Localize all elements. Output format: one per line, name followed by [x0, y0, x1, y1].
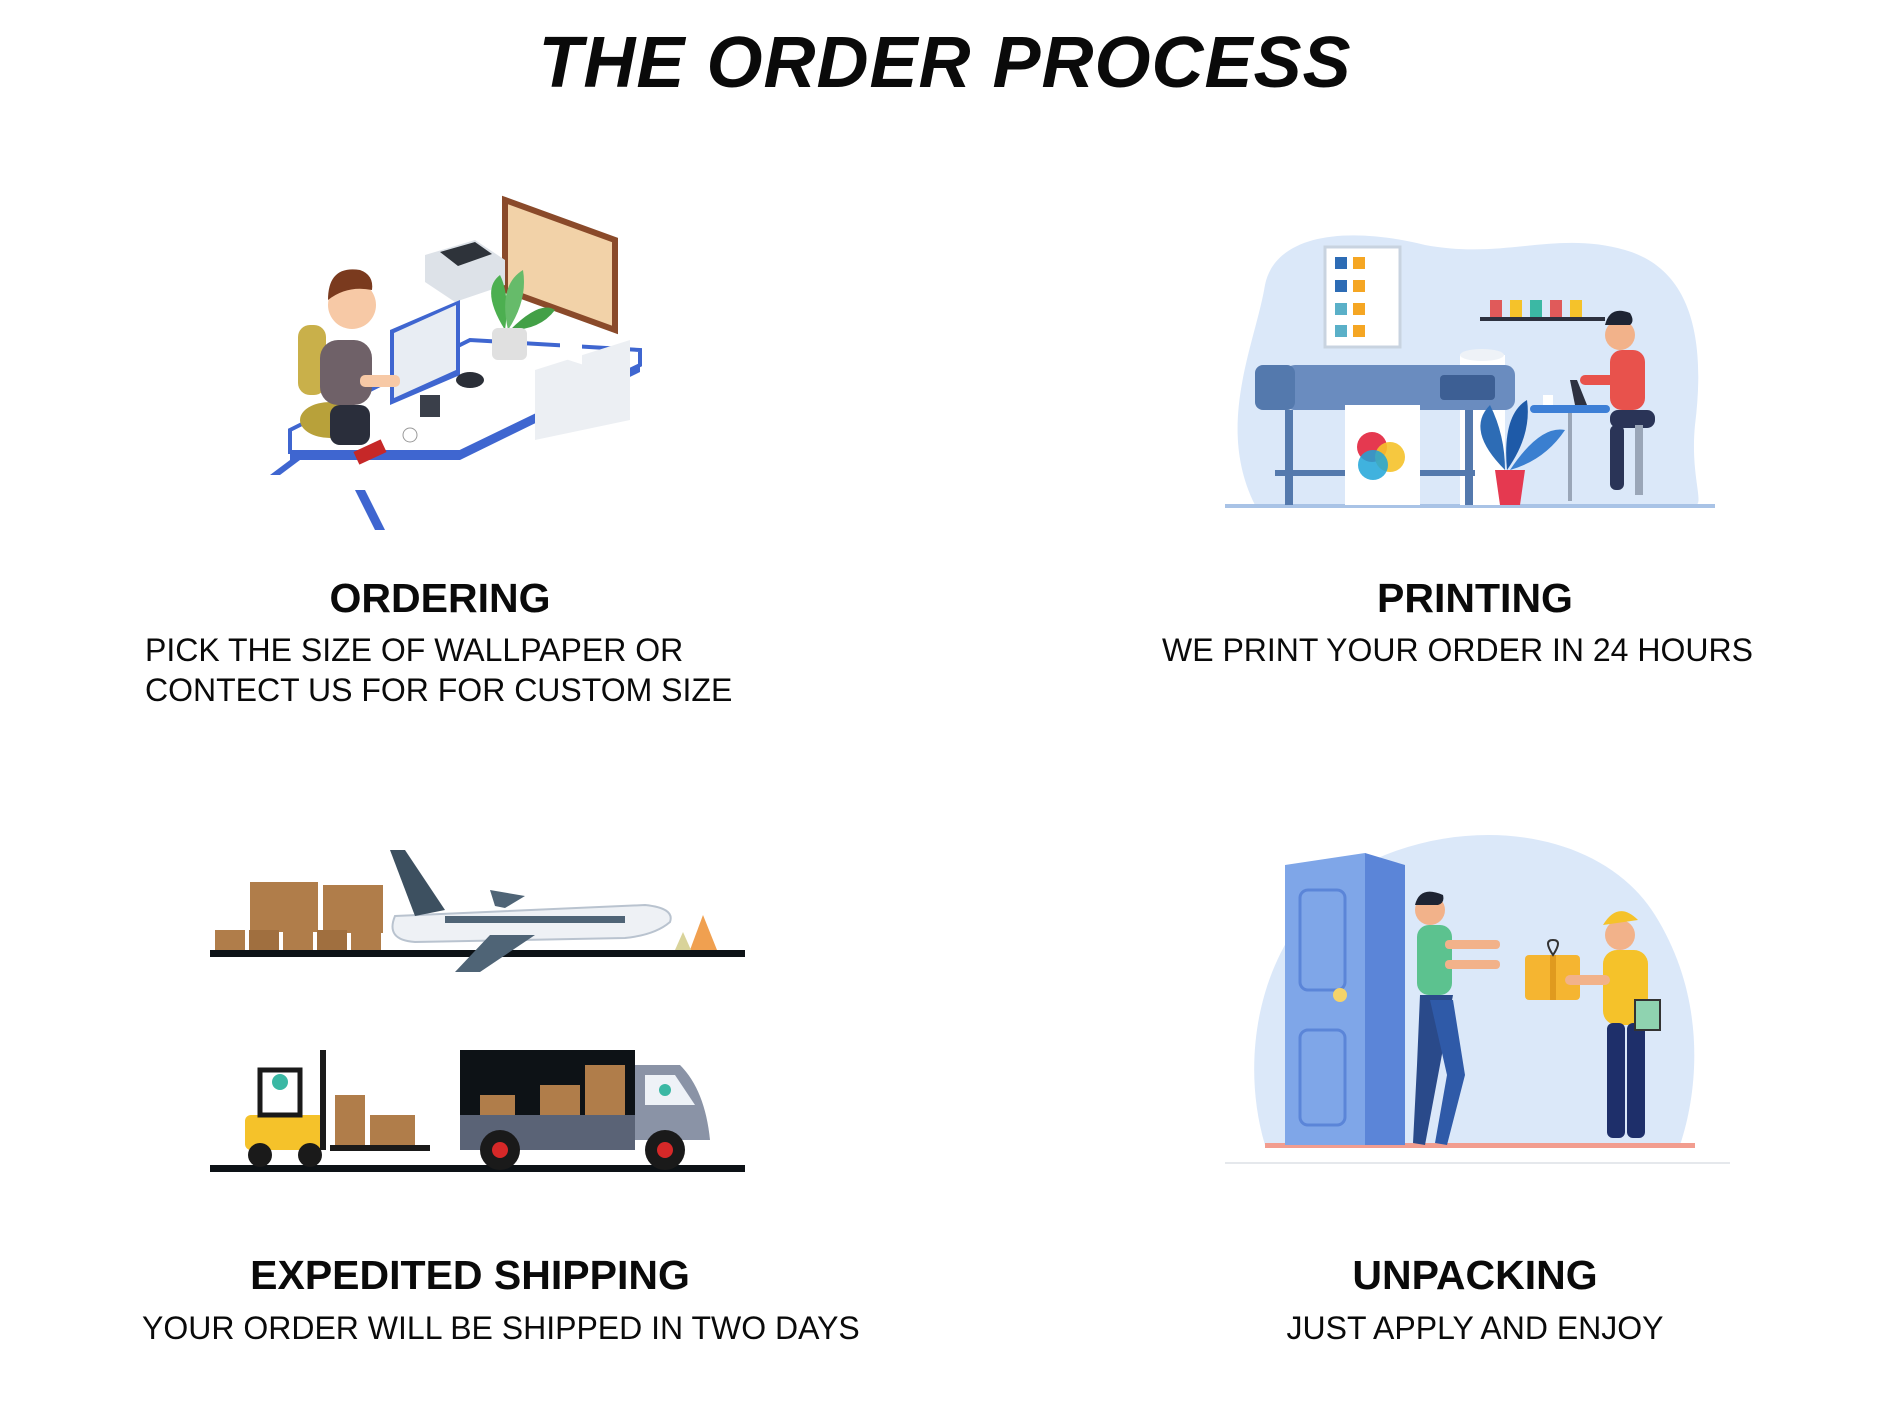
step-title-ordering: ORDERING: [329, 575, 551, 621]
step-description-ordering: PICK THE SIZE OF WALLPAPER OR CONTECT US…: [145, 630, 732, 710]
step-description-unpacking: JUST APPLY AND ENJOY: [1275, 1308, 1675, 1348]
unpacking-illustration: [1225, 825, 1735, 1170]
step-title-unpacking: UNPACKING: [1352, 1252, 1598, 1298]
step-description-line: PICK THE SIZE OF WALLPAPER OR: [145, 632, 684, 668]
step-description-line: YOUR ORDER WILL BE SHIPPED IN TWO DAYS: [142, 1310, 860, 1346]
step-description-printing: WE PRINT YOUR ORDER IN 24 HOURS: [1162, 630, 1753, 670]
step-description-line: CONTECT US FOR FOR CUSTOM SIZE: [145, 672, 733, 708]
shipping-illustration: [205, 850, 750, 1180]
ordering-illustration: [270, 190, 650, 535]
printing-illustration: [1225, 225, 1725, 515]
step-description-line: WE PRINT YOUR ORDER IN 24 HOURS: [1162, 632, 1753, 668]
page-title: THE ORDER PROCESS: [538, 23, 1352, 103]
step-description-shipping: YOUR ORDER WILL BE SHIPPED IN TWO DAYS: [142, 1308, 860, 1348]
step-title-printing: PRINTING: [1377, 575, 1573, 621]
step-title-shipping: EXPEDITED SHIPPING: [250, 1252, 690, 1298]
step-description-line: JUST APPLY AND ENJOY: [1286, 1310, 1664, 1346]
